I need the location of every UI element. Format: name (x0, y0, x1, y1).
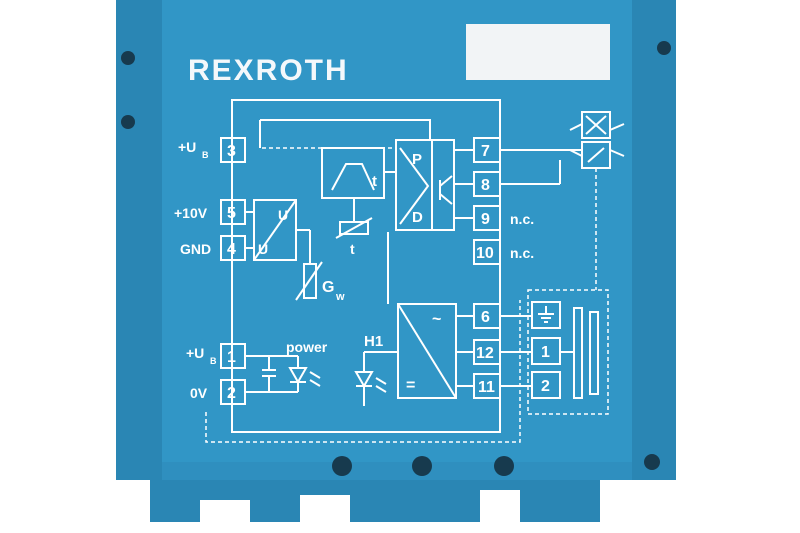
gw-label: G (322, 279, 334, 296)
mount-hole (644, 454, 660, 470)
terminal-7-label: 7 (481, 143, 490, 160)
converter-tilde: ~ (432, 311, 441, 328)
terminal-3 (220, 137, 246, 163)
mount-hole (121, 115, 135, 129)
ub-top-label: +U (178, 139, 196, 155)
valve-spring-right (609, 123, 625, 157)
converter-equals: = (406, 377, 415, 394)
power-led-rays (309, 371, 321, 387)
resistor-arrow (335, 217, 373, 239)
power-label: power (286, 339, 328, 355)
terminal-10 (473, 239, 501, 265)
terminal-6-label: 6 (481, 309, 490, 326)
nc-9-label: n.c. (510, 211, 534, 227)
h1-label: H1 (364, 333, 383, 350)
gw-sub: w (335, 291, 345, 303)
ub-top-sub: B (202, 150, 209, 160)
pot-arrow (295, 261, 323, 301)
terminal-5-label: 5 (227, 205, 236, 222)
mount-hole (494, 456, 514, 476)
terminal-1-label: 1 (227, 349, 236, 366)
plus-10v-label: +10V (174, 205, 208, 221)
converter-u-top: U (278, 207, 288, 223)
valve-cross-icon (585, 115, 607, 135)
terminal-10-label: 10 (476, 245, 494, 262)
converter-u-bottom: U (258, 241, 268, 257)
ramp-t-small: t (350, 241, 355, 257)
sensor-terminal-2-label: 2 (541, 378, 550, 395)
terminal-8-label: 8 (481, 177, 490, 194)
housing-left-rail (116, 0, 162, 480)
pd-triangle-icon (399, 147, 430, 225)
ground-icon (538, 306, 554, 323)
terminal-11-label: 11 (478, 379, 495, 396)
pd-p-label: P (412, 151, 422, 168)
ramp-t-big: t (372, 173, 377, 190)
ub-bottom-sub: B (210, 356, 217, 366)
transistor-icon (439, 175, 453, 205)
h1-led-rays (375, 377, 387, 393)
wire (260, 119, 431, 140)
converter-diagonal (253, 199, 297, 261)
ramp-curve-icon (331, 163, 375, 191)
valve-arrow-icon (587, 147, 605, 163)
terminal-9 (473, 205, 501, 231)
terminal-4-label: 4 (227, 241, 236, 258)
transducer-coil-right (589, 311, 599, 395)
mount-hole (412, 456, 432, 476)
terminal-2-label: 2 (227, 385, 236, 402)
shield-dashed-line (205, 300, 521, 443)
converter-diagonal (397, 303, 457, 399)
brand-logo: REXROTH (188, 54, 349, 87)
zero-v-label: 0V (190, 385, 208, 401)
mount-hole (121, 51, 135, 65)
terminal-9-label: 9 (481, 211, 490, 228)
blank-label-field (466, 24, 610, 80)
pd-d-label: D (412, 209, 423, 226)
gnd-label: GND (180, 241, 211, 257)
mount-hole (332, 456, 352, 476)
terminal-3-label: 3 (227, 143, 236, 160)
sensor-terminal-1-label: 1 (541, 344, 550, 361)
mount-hole (657, 41, 671, 55)
housing-right-rail (632, 0, 676, 480)
ub-bottom-label: +U (186, 345, 204, 361)
terminal-12-label: 12 (476, 345, 494, 362)
circuit-outline (231, 99, 501, 433)
nc-10-label: n.c. (510, 245, 534, 261)
din-rail-clip (150, 480, 600, 522)
